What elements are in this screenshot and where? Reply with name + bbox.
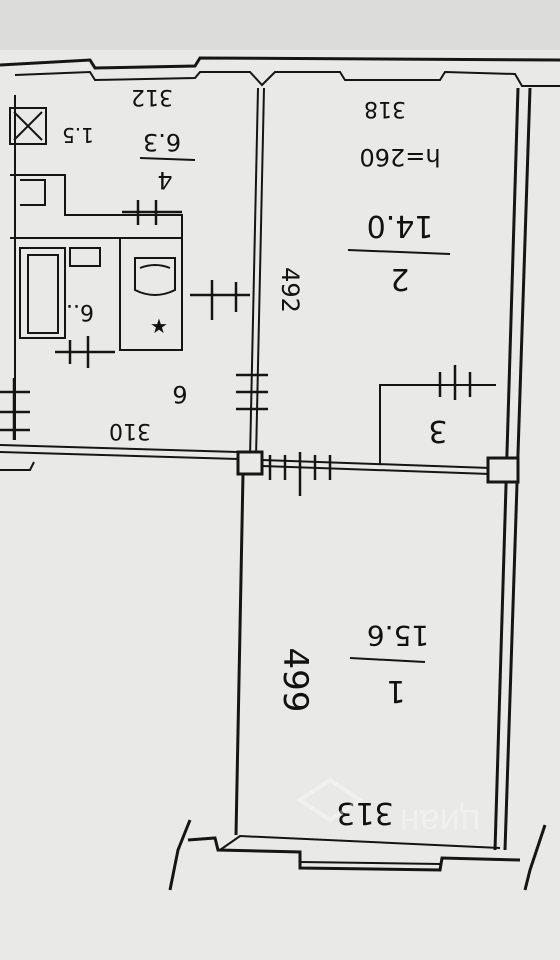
- room-3-number: 3: [428, 413, 447, 448]
- cian-watermark: циан: [296, 777, 481, 843]
- room-1-labels: 15.6 1 499 313: [275, 619, 429, 830]
- room-4-area: 6.3: [143, 128, 181, 156]
- room-4-number: 4: [157, 166, 172, 194]
- sink-icon: [69, 247, 101, 267]
- top-exterior-wall: [0, 56, 560, 87]
- room-2-labels: 318 h=260 14.0 2 492: [276, 96, 451, 313]
- room-1-width: 313: [336, 795, 393, 830]
- room-6-width: 310: [109, 418, 151, 443]
- room-2-fraction-bar: [347, 249, 451, 255]
- room-6-number: 6: [172, 380, 187, 408]
- room-1-area: 15.6: [367, 619, 429, 652]
- room-2-number: 2: [390, 261, 409, 296]
- bathroom-block: ★: [9, 95, 183, 440]
- room-2-width: 318: [364, 96, 406, 121]
- room-4-labels: 312 6.3 4: [131, 84, 196, 194]
- column-node-right: [486, 456, 520, 484]
- room-5-labels: 1.5: [62, 123, 94, 147]
- room-1-walls: [168, 473, 547, 891]
- bathtub-icon: [19, 247, 66, 339]
- toilet-icon: [134, 257, 176, 296]
- room-6-labels: 6 310 6..: [66, 299, 188, 443]
- column-node-left: [236, 450, 264, 476]
- room-4-fraction-bar: [139, 157, 196, 161]
- room-2-ceiling-height: h=260: [359, 143, 440, 171]
- room-3-walls: [379, 384, 496, 464]
- room-4-width: 312: [131, 84, 173, 109]
- room-2-area: 14.0: [367, 208, 434, 243]
- bath-label: 6..: [66, 299, 94, 324]
- partition-rooms-2-4: [249, 87, 265, 459]
- vent-icon: [9, 107, 47, 145]
- star-marker: ★: [150, 314, 168, 338]
- partition-room-6: [0, 444, 239, 471]
- room-1-number: 1: [386, 673, 405, 708]
- room-5-label: 1.5: [62, 123, 94, 147]
- paper-top-strip: [0, 0, 560, 50]
- watermark-text: циан: [400, 802, 481, 843]
- room-2-length: 492: [276, 267, 304, 313]
- room-3-labels: 3: [428, 413, 447, 448]
- room-1-length: 499: [275, 648, 315, 713]
- room-1-fraction-bar: [349, 657, 426, 663]
